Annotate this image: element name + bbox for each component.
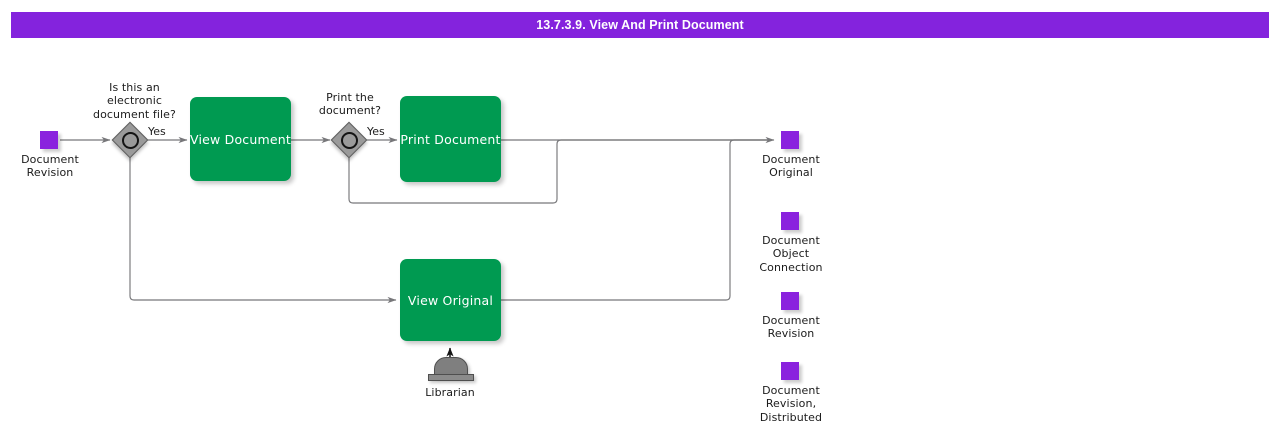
data-object-document-revision-start[interactable] [40,131,58,149]
label-document-original: Document Original [762,153,820,180]
flow-view-original-merge [501,139,770,301]
task-print-document[interactable]: Print Document [400,96,501,182]
label-document-object-connection: Document Object Connection [759,234,823,274]
label-gateway-electronic-file-question: Is this an electronic document file? [93,81,176,121]
gateway-event-circle-icon [341,132,358,149]
task-view-original[interactable]: View Original [400,259,501,341]
task-view-document-label: View Document [190,131,291,147]
gateway-print[interactable] [330,121,368,159]
data-object-document-original[interactable] [781,131,799,149]
label-gateway-print-question: Print the document? [318,91,382,118]
data-object-document-object-connection[interactable] [781,212,799,230]
task-view-document[interactable]: View Document [190,97,291,181]
librarian-base-shape [428,374,474,381]
task-view-original-label: View Original [407,292,494,308]
data-object-document-revision[interactable] [781,292,799,310]
label-document-revision-start: Document Revision [21,153,79,180]
edge-label-gateway1-yes: Yes [148,125,166,138]
gateway-event-circle-icon [122,132,139,149]
task-print-document-label: Print Document [400,131,501,147]
edge-label-gateway2-yes: Yes [367,125,385,138]
gateway-electronic-file[interactable] [111,121,149,159]
librarian-icon[interactable] [428,355,474,381]
data-object-document-revision-distributed[interactable] [781,362,799,380]
label-document-revision: Document Revision [762,314,820,341]
label-librarian: Librarian [425,386,475,399]
page-title-bar: 13.7.3.9. View And Print Document [11,12,1269,38]
label-document-revision-distributed: Document Revision, Distributed [759,384,823,424]
page-title: 13.7.3.9. View And Print Document [536,18,744,32]
